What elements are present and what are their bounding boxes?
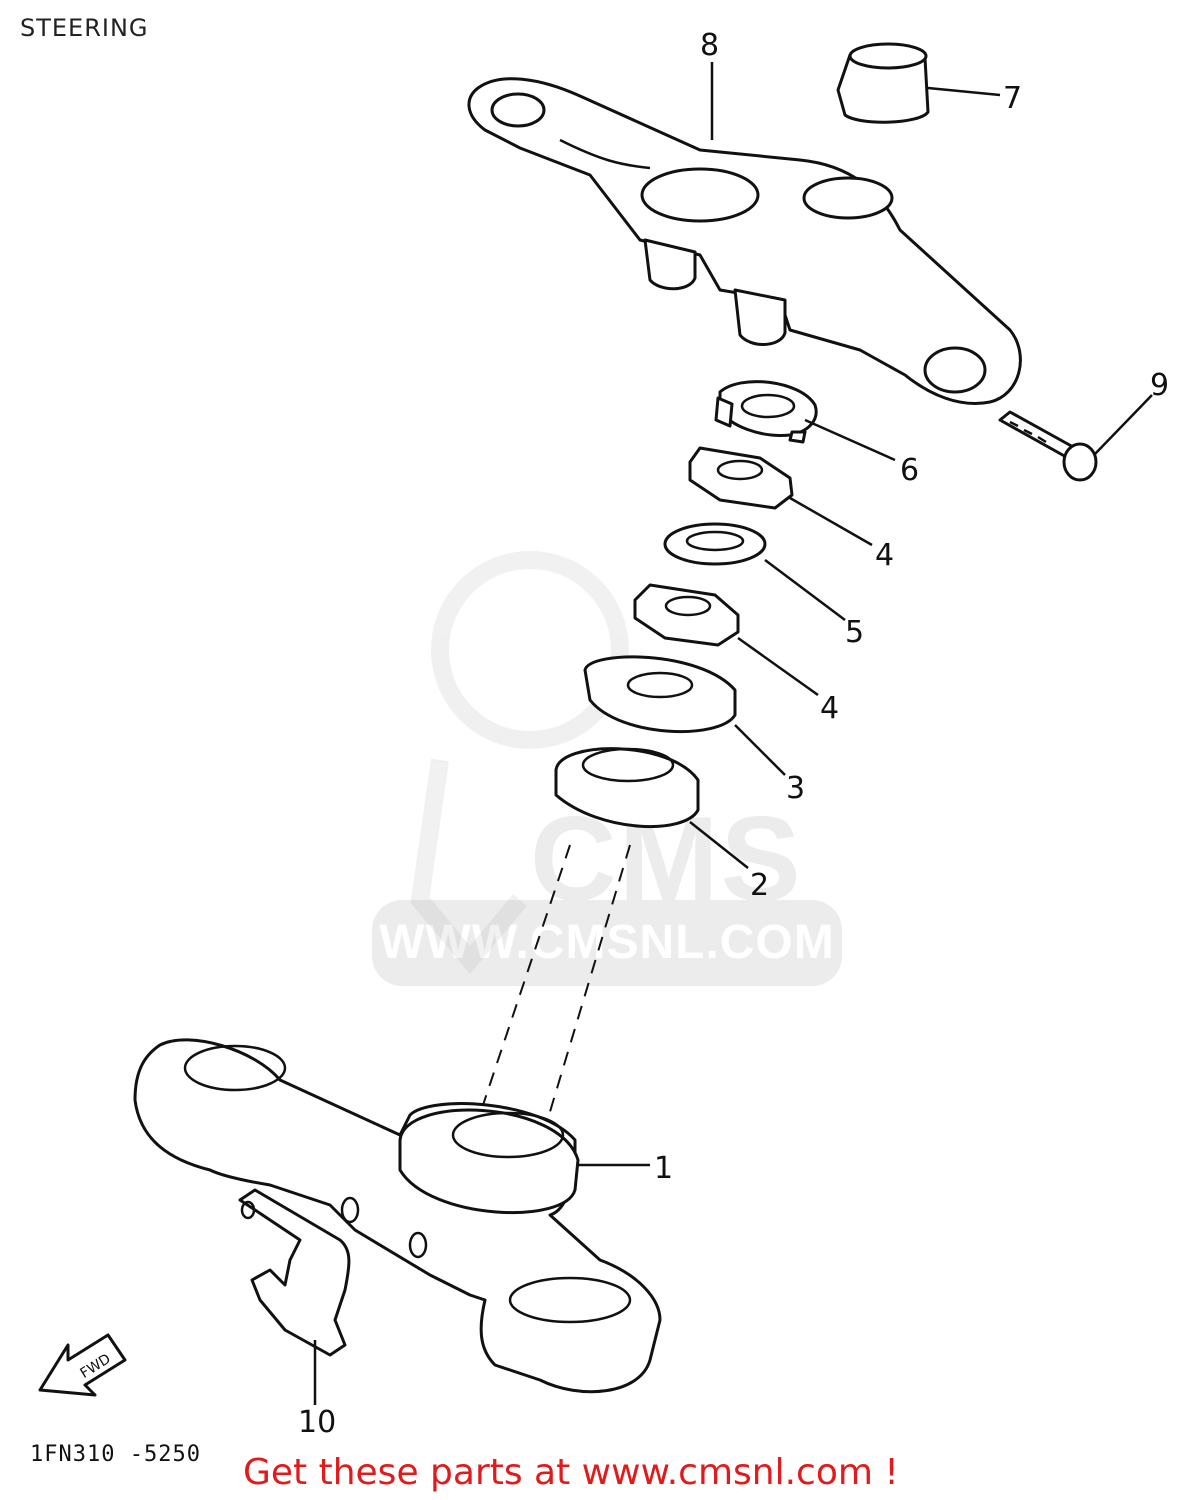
bearing-upper-part[interactable] [554, 747, 700, 829]
callout-6: 6 [900, 453, 919, 488]
watermark-mascot [410, 551, 629, 975]
leader-6 [804, 418, 896, 462]
bolt-part[interactable] [998, 410, 1098, 482]
ring-nut-upper-part[interactable] [688, 446, 794, 510]
callout-8: 8 [700, 28, 719, 63]
leader-5 [764, 559, 846, 621]
callout-10: 10 [298, 1405, 336, 1440]
callout-4-lower: 4 [820, 691, 839, 726]
leader-7 [927, 86, 1001, 97]
leader-9 [1093, 394, 1153, 456]
callout-5: 5 [845, 615, 864, 650]
callout-4-upper: 4 [875, 538, 894, 573]
diagram-code: 1FN310 -5250 [30, 1442, 201, 1467]
page-title: STEERING [20, 14, 149, 42]
callout-3: 3 [786, 771, 805, 806]
centerline-left [477, 844, 571, 1121]
callout-1: 1 [654, 1151, 673, 1186]
upper-bracket-part[interactable] [467, 77, 1022, 405]
crown-nut-part[interactable] [836, 42, 930, 124]
ring-nut-lower-part[interactable] [633, 583, 740, 647]
centerline-right [539, 844, 631, 1146]
callout-2: 2 [750, 868, 769, 903]
leader-4b [737, 636, 819, 697]
leader-4a [789, 496, 873, 547]
lower-bracket-part[interactable] [133, 1038, 662, 1394]
callout-7: 7 [1003, 81, 1022, 116]
forward-arrow-icon: FWD [38, 1333, 127, 1397]
washer-part[interactable] [663, 522, 767, 566]
leader-3 [734, 724, 786, 776]
dust-cover-part[interactable] [583, 655, 737, 734]
leader-2 [689, 821, 749, 869]
callout-9: 9 [1150, 368, 1169, 403]
footer-link[interactable]: Get these parts at www.cmsnl.com ! [243, 1452, 899, 1493]
lock-washer-part[interactable] [714, 380, 818, 444]
clamp-part[interactable] [238, 1188, 351, 1357]
